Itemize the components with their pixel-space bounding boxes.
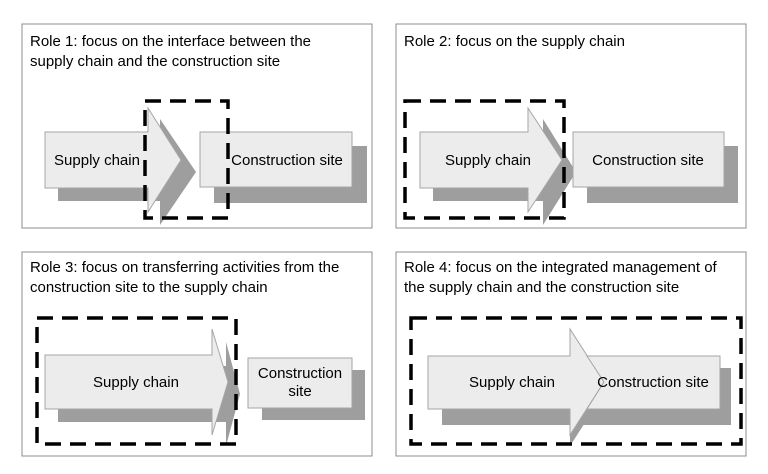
focus-dashed-frame — [403, 99, 566, 220]
panel-title-line-1: Role 1: focus on the interface between t… — [30, 33, 311, 50]
construction-site-box — [199, 131, 353, 188]
panel-role-3: Role 3: focus on transferring activities… — [21, 251, 373, 457]
panel-role-2: Role 2: focus on the supply chain Supply… — [395, 23, 747, 229]
panel-role-1: Role 1: focus on the interface between t… — [21, 23, 373, 229]
supply-chain-label: Supply chain — [93, 374, 179, 391]
construction-site-box — [586, 355, 721, 410]
panel-title-line-2: supply chain and the construction site — [30, 53, 280, 70]
focus-dashed-frame — [409, 316, 743, 446]
supply-chain-arrow — [44, 106, 182, 214]
supply-chain-label: Supply chain — [469, 374, 555, 391]
panel-role-4: Role 4: focus on the integrated manageme… — [395, 251, 747, 457]
construction-site-label: Construction site — [231, 152, 343, 169]
supply-chain-arrow — [44, 328, 229, 436]
panel-title-line-2: the supply chain and the construction si… — [404, 279, 679, 296]
supply-chain-label: Supply chain — [54, 152, 140, 169]
panel-title-line-1: Role 4: focus on the integrated manageme… — [404, 259, 718, 276]
supply-chain-label: Supply chain — [445, 152, 531, 169]
construction-site-label-line-2: site — [288, 383, 311, 400]
supply-chain-arrow — [419, 106, 563, 214]
construction-site-box — [247, 357, 353, 409]
focus-dashed-frame — [35, 316, 238, 446]
construction-site-label: Construction site — [597, 374, 709, 391]
construction-site-label-line-1: Construction — [258, 365, 342, 382]
panel-title-line-2: construction site to the supply chain — [30, 279, 268, 296]
panel-title-line-1: Role 3: focus on transferring activities… — [30, 259, 339, 276]
construction-site-box — [572, 131, 725, 188]
panel-title-line-1: Role 2: focus on the supply chain — [404, 33, 625, 50]
construction-site-label: Construction site — [592, 152, 704, 169]
